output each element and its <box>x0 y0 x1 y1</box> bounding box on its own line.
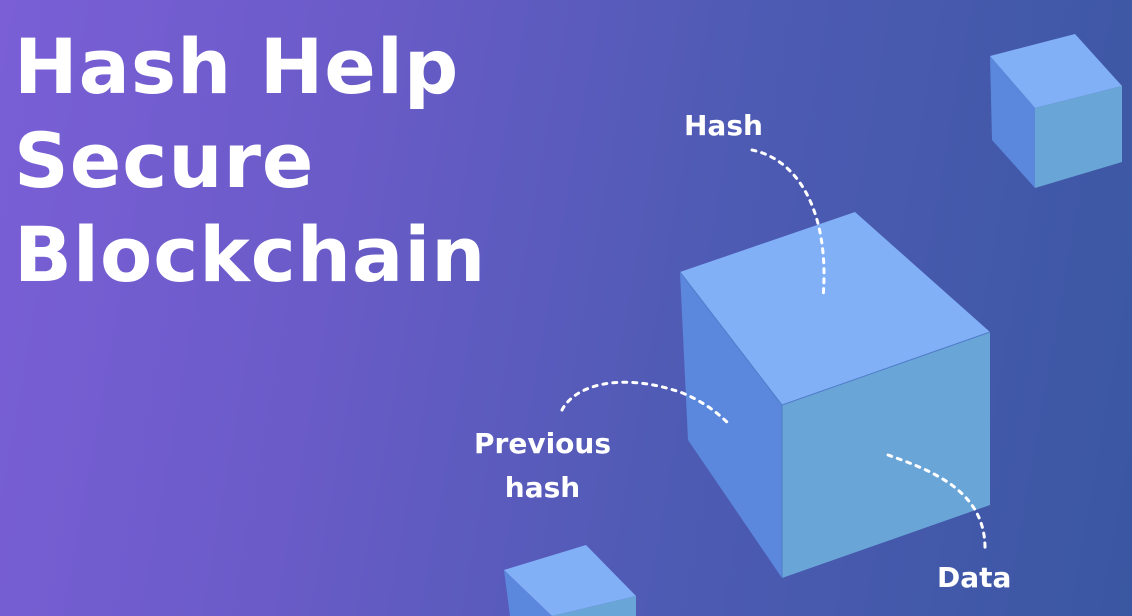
previous-hash-label-line-1: Previous <box>474 427 612 460</box>
previous-hash-connector-dotted-line <box>560 380 732 427</box>
hash-label: Hash <box>684 109 763 142</box>
title-line-2: Secure <box>14 116 315 205</box>
data-label: Data <box>937 561 1012 594</box>
page-title: Hash Help Secure Blockchain <box>14 20 486 302</box>
small-cube-icon-bottom <box>504 545 636 616</box>
small-cube-icon-top-right <box>990 34 1122 188</box>
title-line-1: Hash Help <box>14 22 460 111</box>
hash-connector-dotted-line <box>750 148 826 300</box>
main-block-cube-icon <box>679 212 991 578</box>
previous-hash-label-line-2: hash <box>504 471 581 504</box>
previous-hash-label: Previous hash <box>474 422 611 510</box>
data-connector-dotted-line <box>886 453 987 550</box>
title-line-3: Blockchain <box>14 210 487 299</box>
